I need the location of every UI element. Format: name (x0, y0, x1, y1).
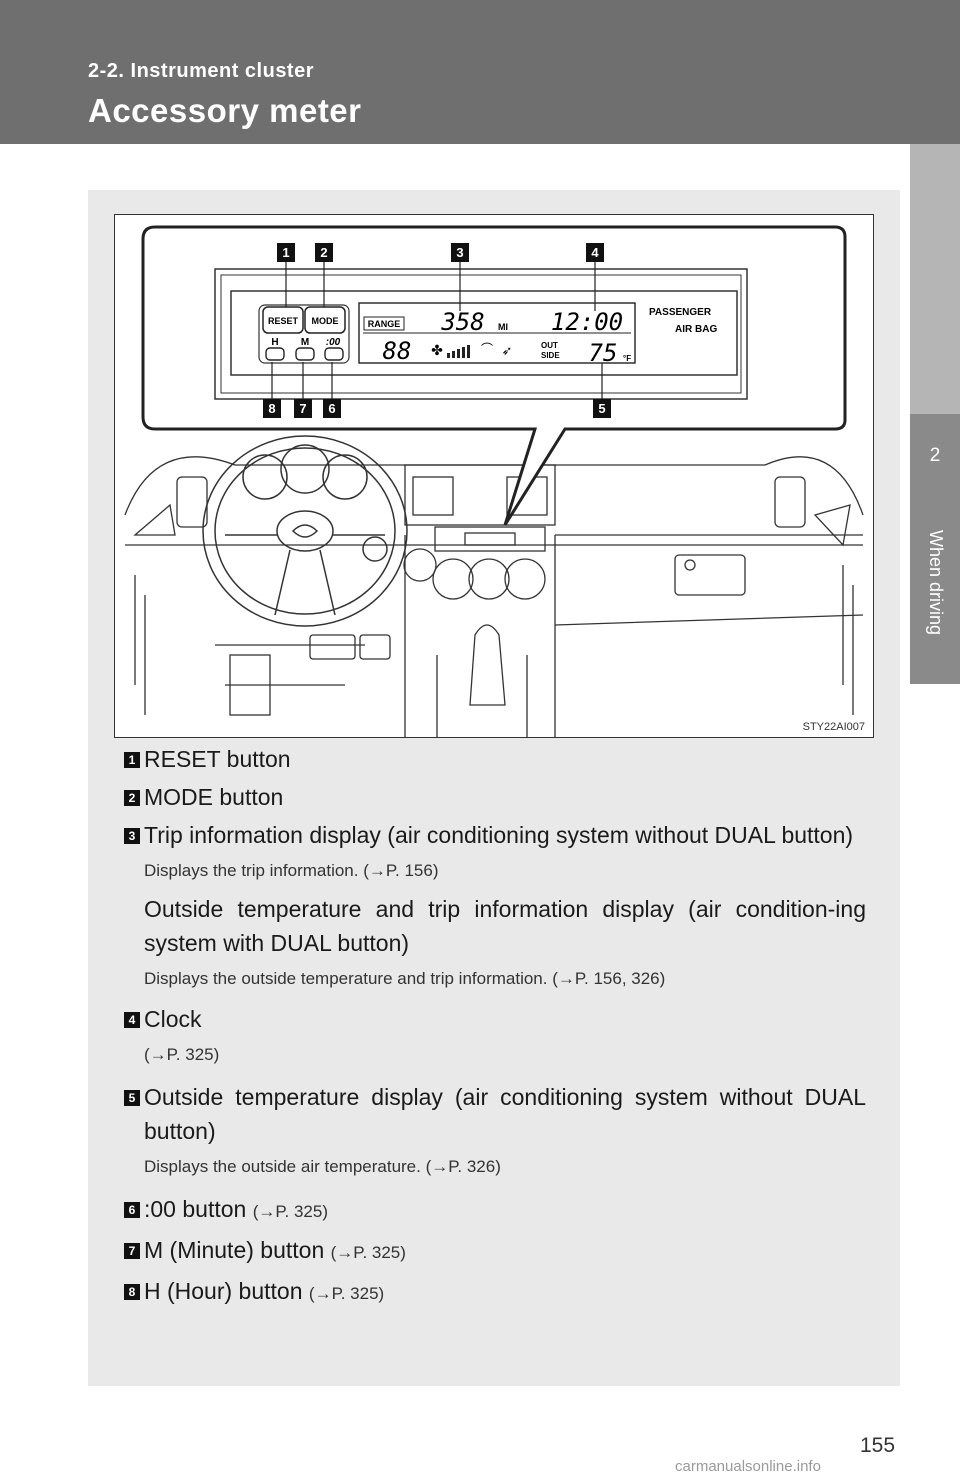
clock-digits: 12:00 (551, 308, 623, 336)
item-label: :00 button (144, 1196, 247, 1222)
legend-item-6: 6 :00 button (→P. 325) (124, 1192, 866, 1229)
item-label: Outside temperature and trip information… (144, 896, 866, 956)
figure-code: STY22AI007 (802, 721, 865, 733)
item-description: (→P. 325) (144, 1045, 220, 1064)
item-label: Outside temperature display (air conditi… (144, 1084, 866, 1144)
callout-6 (323, 399, 341, 418)
page-header: 2-2. Instrument cluster Accessory meter (0, 0, 960, 144)
dashboard-drawing: RESET MODE H M :00 RANGE 358 MI 12:00 88… (124, 225, 864, 737)
item-label: Clock (144, 1006, 202, 1032)
item-description: Displays the trip information. (→P. 156) (144, 861, 439, 880)
item-label: MODE button (144, 784, 284, 810)
page-number: 155 (860, 1434, 896, 1457)
dashboard-illustration: RESET MODE H M :00 RANGE 358 MI 12:00 88… (114, 214, 874, 738)
temperature-digits: 75 (589, 339, 618, 367)
accessory-meter: RESET MODE H M :00 RANGE 358 MI 12:00 88… (214, 268, 748, 400)
legend-item-3b: Outside temperature and trip information… (124, 892, 866, 992)
distance-digits: 358 (440, 308, 484, 336)
item-label-row: :00 button (→P. 325) (144, 1192, 866, 1229)
legend-item-3: 3 Trip information display (air conditio… (124, 818, 866, 884)
airbag-label-2: AIR BAG (675, 324, 717, 335)
section-heading: 2-2. Instrument cluster (88, 60, 315, 82)
item-number: 4 (124, 1012, 140, 1028)
callout-5-text: 5 (598, 401, 605, 416)
item-description: Displays the outside temperature and tri… (144, 969, 666, 988)
callout-1 (277, 243, 295, 262)
distance-unit: MI (498, 322, 508, 332)
outside-label-2: SIDE (541, 351, 560, 360)
range-label: RANGE (368, 319, 401, 329)
item-label: RESET button (144, 746, 291, 772)
item-label-row: H (Hour) button (→P. 325) (144, 1274, 866, 1311)
item-description: Displays the outside air temperature. (→… (144, 1157, 501, 1176)
airflow-icon: ➶ (502, 344, 513, 359)
legend-item-4: 4 Clock (→P. 325) (124, 1002, 866, 1068)
defrost-icon: ⌒ (481, 342, 493, 356)
zero-button (324, 347, 344, 361)
outside-label-1: OUT (541, 341, 558, 350)
callout-7 (294, 399, 312, 418)
callout-1-text: 1 (282, 245, 289, 260)
fan-speed-bars (447, 345, 470, 358)
leader-lines (271, 262, 603, 399)
item-number: 2 (124, 790, 140, 806)
item-label-row: M (Minute) button (→P. 325) (144, 1233, 866, 1270)
item-number: 6 (124, 1202, 140, 1218)
item-number: 7 (124, 1243, 140, 1259)
side-tab-number: 2 (929, 445, 941, 466)
zero-label: :00 (326, 337, 341, 348)
watermark: carmanualsonline.info (675, 1458, 821, 1475)
callout-6-text: 6 (328, 401, 335, 416)
item-number: 5 (124, 1090, 140, 1106)
legend-item-1: 1 RESET button (124, 742, 866, 776)
item-reference: (→P. 325) (308, 1284, 385, 1303)
item-number: 1 (124, 752, 140, 768)
dashboard-lines (124, 456, 864, 737)
minute-label: M (301, 337, 309, 348)
reset-label: RESET (268, 316, 299, 326)
callout-8 (263, 399, 281, 418)
callout-numbers: 1 2 3 4 8 7 6 5 (263, 243, 611, 418)
legend-list: 1 RESET button 2 MODE button 3 Trip info… (124, 742, 866, 1311)
side-tab-lower (910, 684, 960, 1484)
item-reference: (→P. 325) (252, 1202, 328, 1221)
item-label: H (Hour) button (144, 1278, 303, 1304)
item-number: 3 (124, 828, 140, 844)
item-label: M (Minute) button (144, 1237, 325, 1263)
side-tab (910, 414, 960, 684)
callout-4-text: 4 (591, 245, 599, 260)
callout-2 (315, 243, 333, 262)
page-title: Accessory meter (88, 92, 362, 129)
side-tab-upper (910, 144, 960, 414)
temperature-unit: °F (623, 354, 631, 363)
legend-item-2: 2 MODE button (124, 780, 866, 814)
callout-3-text: 3 (456, 245, 463, 260)
callout-5 (593, 399, 611, 418)
callout-4 (586, 243, 604, 262)
callout-3 (451, 243, 469, 262)
steering-wheel (202, 435, 408, 627)
legend-item-7: 7 M (Minute) button (→P. 325) (124, 1233, 866, 1270)
callout-8-text: 8 (268, 401, 275, 416)
callout-7-text: 7 (299, 401, 306, 416)
item-reference: (→P. 325) (330, 1243, 406, 1262)
callout-2-text: 2 (320, 245, 327, 260)
left-digits: 88 (383, 337, 412, 365)
legend-item-8: 8 H (Hour) button (→P. 325) (124, 1274, 866, 1311)
minute-button (295, 347, 315, 361)
item-number: 8 (124, 1284, 140, 1300)
airbag-label-1: PASSENGER (649, 307, 712, 318)
hour-button (265, 347, 285, 361)
item-label: Trip information display (air conditioni… (144, 822, 854, 848)
hour-label: H (271, 337, 278, 348)
mode-label: MODE (312, 316, 339, 326)
fan-icon: ✤ (431, 343, 443, 359)
side-tab-label: When driving (926, 530, 946, 636)
legend-item-5: 5 Outside temperature display (air condi… (124, 1080, 866, 1180)
